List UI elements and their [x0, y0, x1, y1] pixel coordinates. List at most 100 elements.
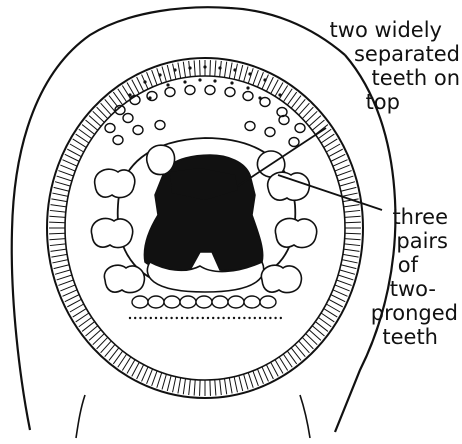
fringe-hair [67, 299, 81, 307]
lower-dot [134, 317, 136, 319]
small-tooth-dot [128, 93, 131, 96]
lower-dot [155, 317, 157, 319]
fringe-hair [60, 165, 75, 171]
fringe-hair [62, 290, 77, 297]
fringe-hair [340, 270, 355, 274]
fringe-hair [342, 193, 358, 196]
fringe-hair [337, 171, 352, 176]
callout-line: top [330, 90, 400, 114]
callout-line: separated [330, 42, 460, 66]
labial-tooth [105, 124, 115, 133]
fringe-hair [266, 365, 273, 379]
fringe-hair [239, 65, 243, 81]
fringe-hair [194, 60, 195, 76]
labial-tooth [295, 124, 305, 133]
fringe-hair [248, 68, 253, 83]
fringe-hair [162, 67, 166, 82]
labial-tooth [245, 122, 255, 131]
lower-dot [160, 317, 162, 319]
labial-tooth [155, 121, 165, 130]
fringe-hair [70, 144, 84, 152]
small-tooth-dot [233, 68, 236, 71]
fringe-hair [338, 176, 353, 181]
fringe-hair [52, 193, 68, 196]
fringe-hair [340, 182, 355, 186]
small-tooth-dot [188, 66, 191, 69]
fringe-hair [335, 285, 350, 291]
fringe-hair [167, 65, 171, 81]
small-tooth-dot [218, 66, 221, 69]
fringe-hair [220, 379, 222, 395]
fringe-hair [345, 216, 361, 217]
fringe-hair [57, 176, 72, 181]
bicuspid-teeth-right [261, 172, 316, 292]
fringe-hair [333, 160, 348, 167]
labial-tooth [113, 136, 123, 145]
fringe-hair [54, 187, 70, 191]
fringe-hair [62, 160, 77, 167]
lower-dot [248, 317, 250, 319]
fringe-hair [248, 373, 253, 388]
fringe-hair [49, 222, 65, 223]
small-tooth-dot [166, 83, 169, 86]
labial-tooth [133, 126, 143, 135]
lower-tooth [212, 296, 228, 308]
callout-line: two widely [330, 18, 442, 42]
fringe-hair [58, 280, 73, 285]
fringe-hair [326, 304, 340, 312]
small-tooth-dot [198, 78, 201, 81]
fringe-hair [326, 144, 340, 152]
fringe-hair [189, 379, 191, 395]
fringe-hair [147, 369, 153, 384]
lower-lip-teeth [129, 296, 282, 319]
labial-tooth [225, 88, 235, 97]
fringe-hair [60, 285, 75, 291]
labial-tooth [265, 128, 275, 137]
fringe-hair [344, 205, 360, 207]
fringe-hair [271, 80, 279, 94]
small-tooth-dot [158, 73, 161, 76]
lower-tooth [148, 296, 164, 308]
fringe-hair [234, 377, 237, 393]
fringe-hair [70, 304, 84, 312]
fringe-hair [132, 80, 140, 94]
fringe-hair [157, 373, 162, 388]
fringe-hair [162, 374, 166, 389]
lower-dot [217, 317, 219, 319]
fringe-hair [178, 63, 181, 79]
fringe-hair [51, 199, 67, 202]
fringe-hair [137, 77, 144, 91]
small-tooth-dot [143, 80, 146, 83]
callout-line: three [371, 205, 448, 229]
labial-tooth [185, 86, 195, 95]
lower-dot [144, 317, 146, 319]
fringe-hair [55, 182, 70, 186]
lower-dot [280, 317, 282, 319]
fringe-hair [51, 249, 67, 251]
lower-tooth [196, 296, 212, 308]
labial-tooth [165, 88, 175, 97]
fringe-hair [152, 70, 157, 85]
fringe-hair [183, 379, 185, 395]
fringe-hair [337, 280, 352, 285]
fringe-hair [345, 239, 361, 240]
labial-tooth [205, 86, 215, 95]
lower-dot [228, 317, 230, 319]
fringe-hair [57, 275, 72, 280]
callout-line: teeth [371, 325, 438, 349]
fringe-hair [341, 265, 357, 269]
lower-dot [264, 317, 266, 319]
lower-tooth [244, 296, 260, 308]
callout-line: teeth on [330, 66, 460, 90]
fringe-hair [257, 369, 263, 384]
fringe-hair [229, 63, 232, 79]
fringe-hair [266, 77, 273, 91]
fringe-hair [132, 362, 140, 376]
lower-dot [202, 317, 204, 319]
small-tooth-dot [173, 68, 176, 71]
fringe-hair [329, 299, 343, 307]
fringe-hair [224, 62, 226, 78]
lower-dot [165, 317, 167, 319]
fringe-hair [262, 75, 269, 90]
